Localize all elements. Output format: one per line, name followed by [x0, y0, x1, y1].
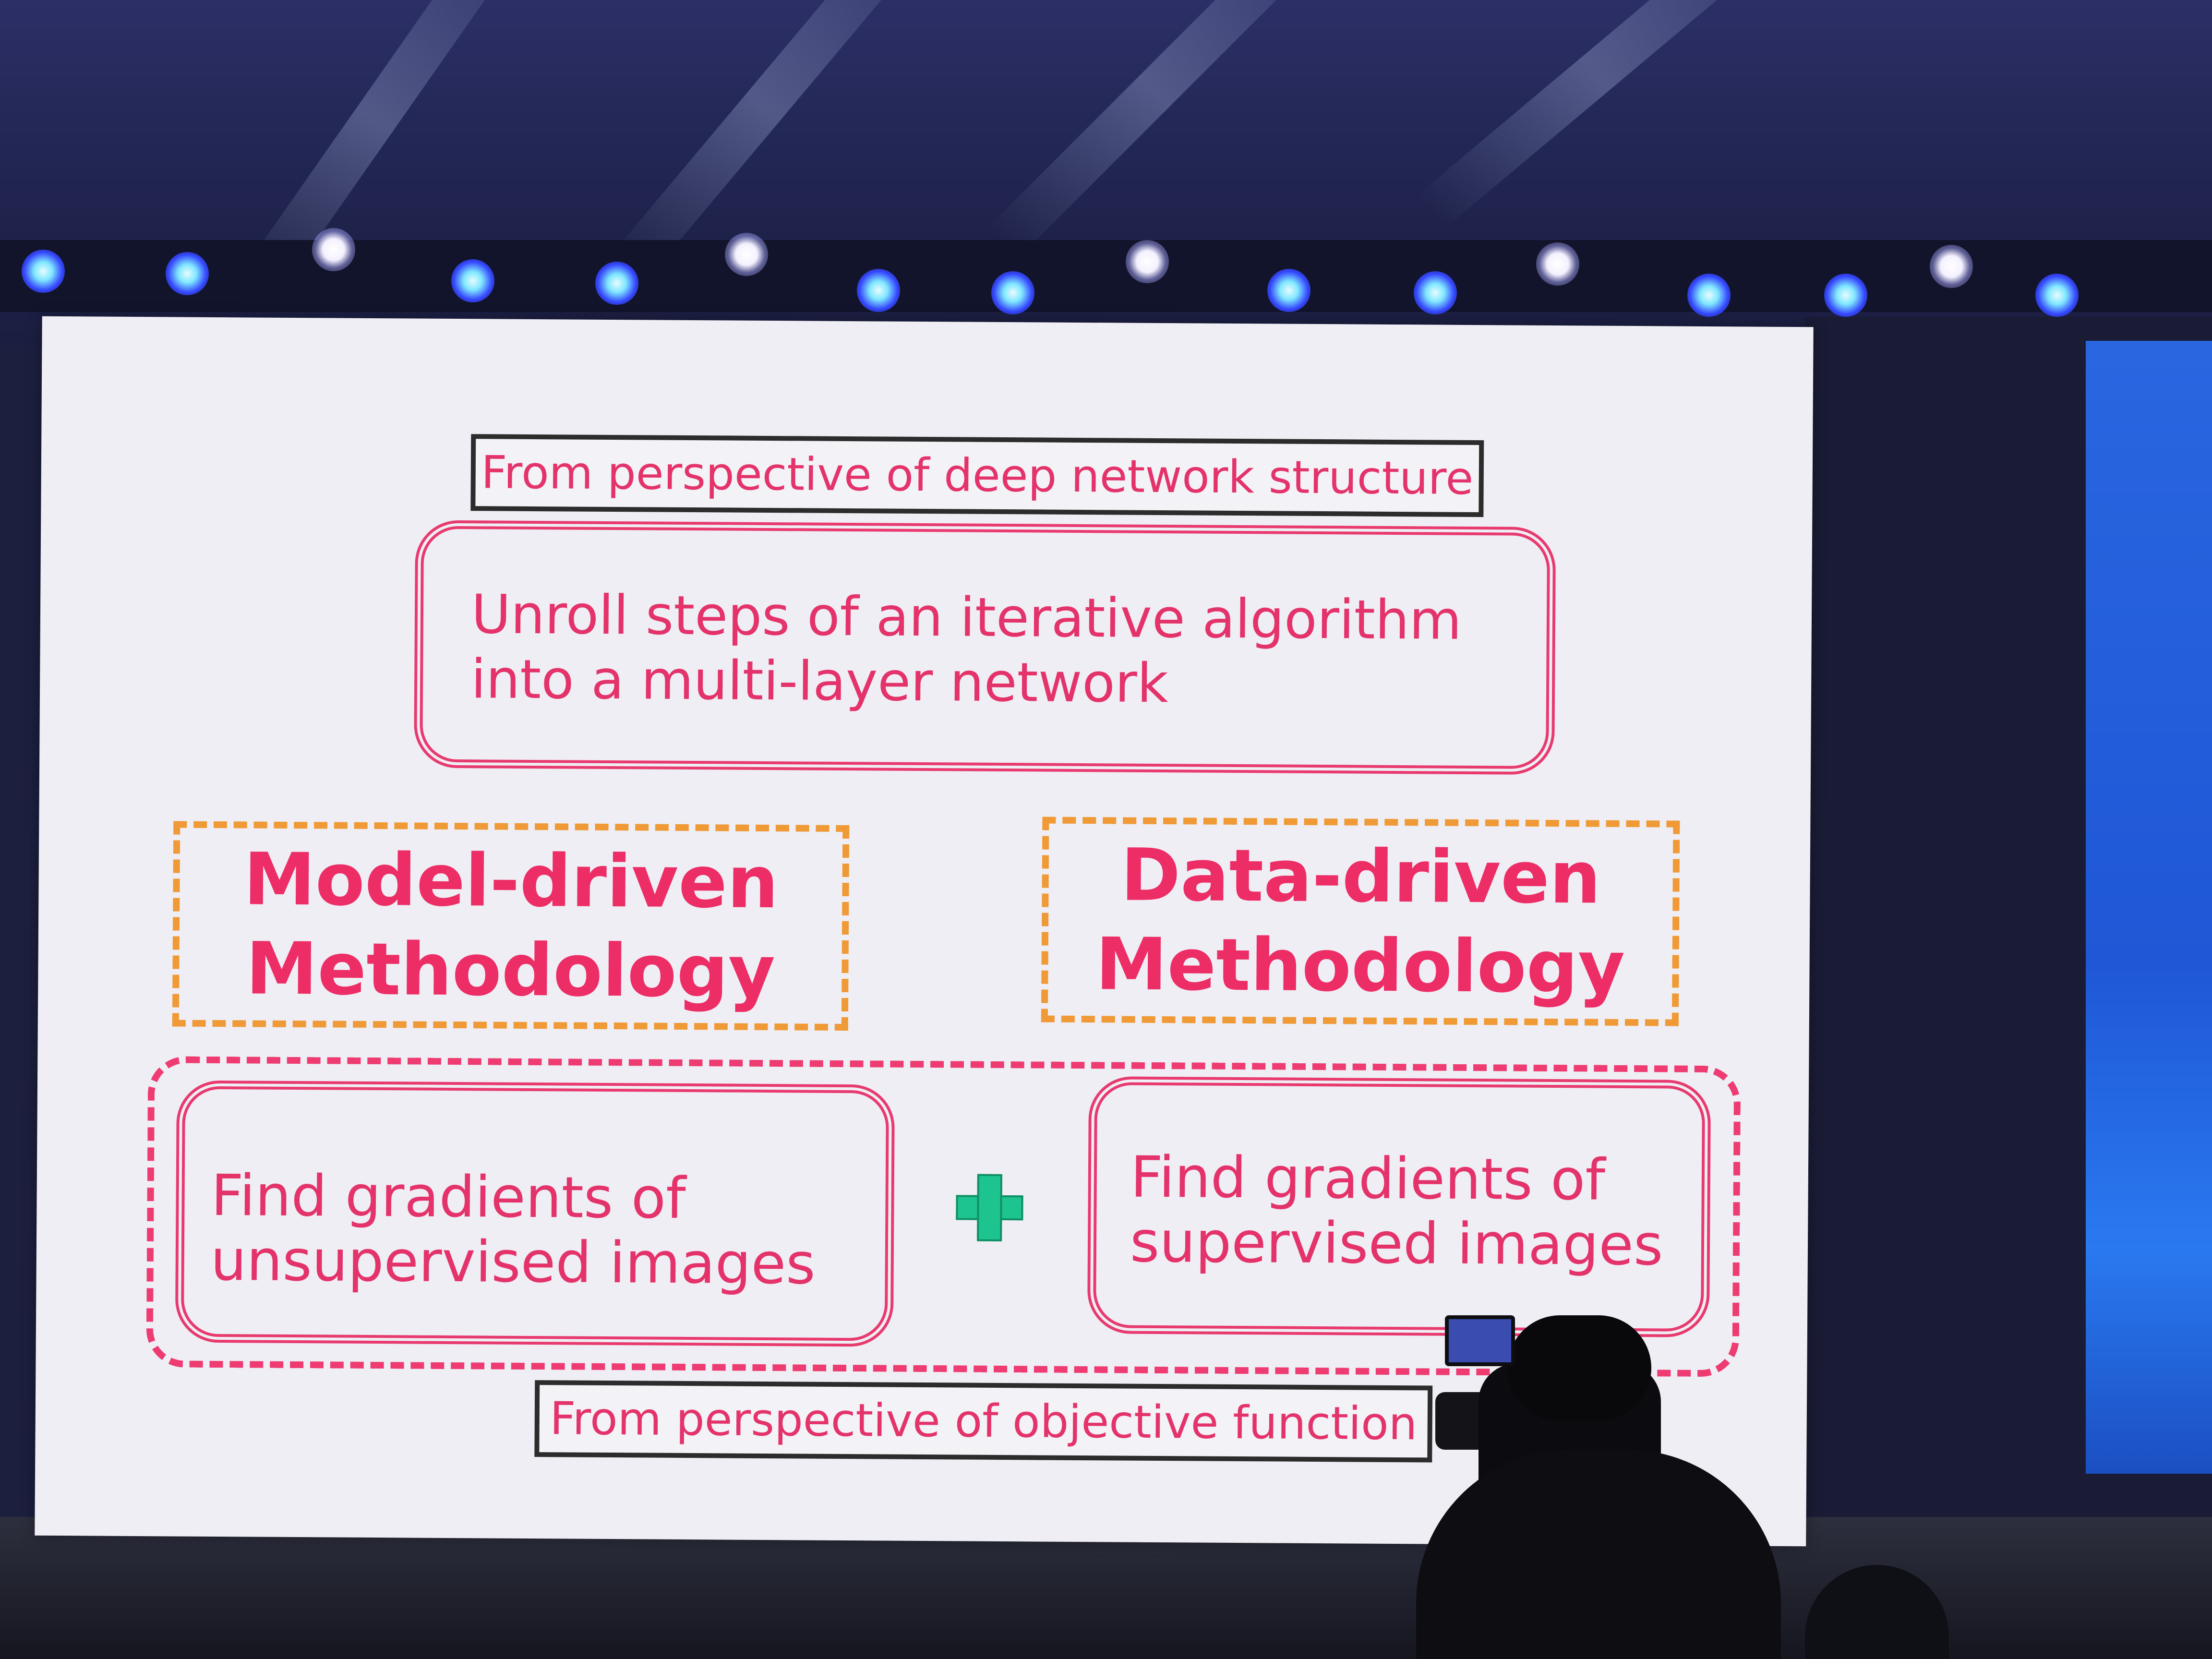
stage-light: [1687, 274, 1731, 317]
unroll-box: Unroll steps of an iterative algorithm i…: [414, 520, 1556, 775]
stage-light: [857, 269, 900, 312]
data-driven-line-1: Data-driven: [1120, 833, 1601, 920]
audience-head-silhouette: [1416, 1450, 1781, 1659]
stage-light: [725, 233, 768, 276]
side-led-screen: [2086, 341, 2212, 1474]
top-perspective-text: From perspective of deep network structu…: [481, 446, 1474, 505]
unsupervised-line-1: Find gradients of: [211, 1162, 686, 1231]
unsupervised-line-2: unsupervised images: [210, 1226, 816, 1297]
stage-light: [1414, 271, 1457, 314]
stage-light: [22, 250, 65, 293]
stage-light: [312, 228, 355, 271]
top-perspective-label: From perspective of deep network structu…: [470, 434, 1484, 517]
data-driven-box: Data-driven Methodology: [1041, 817, 1680, 1026]
unroll-line-2: into a multi-layer network: [470, 648, 1169, 715]
bottom-perspective-text: From perspective of objective function: [549, 1392, 1418, 1450]
video-camera-silhouette: [1435, 1296, 1704, 1522]
plus-icon: [956, 1174, 1023, 1242]
stage-light: [451, 259, 494, 302]
model-driven-line-2: Methodology: [245, 927, 776, 1014]
model-driven-box: Model-driven Methodology: [172, 821, 850, 1031]
stage-light: [166, 252, 209, 295]
bottom-perspective-label: From perspective of objective function: [534, 1380, 1433, 1463]
stage-light: [1930, 245, 1973, 288]
stage-light: [991, 271, 1034, 314]
stage-light: [2035, 274, 2079, 317]
plus-vertical-bar: [977, 1174, 1002, 1242]
supervised-line-2: supervised images: [1130, 1208, 1663, 1278]
stage-light: [595, 262, 638, 305]
model-driven-line-1: Model-driven: [243, 838, 779, 925]
camera-top: [1507, 1315, 1651, 1421]
stage-light: [1824, 274, 1867, 317]
camera-screen: [1445, 1315, 1515, 1366]
stage-light: [1126, 240, 1169, 283]
data-driven-line-2: Methodology: [1095, 923, 1625, 1010]
unroll-line-1: Unroll steps of an iterative algorithm: [471, 583, 1462, 652]
unsupervised-gradients-box: Find gradients of unsupervised images: [175, 1080, 895, 1347]
supervised-line-1: Find gradients of: [1130, 1143, 1606, 1213]
stage-light: [1267, 269, 1310, 312]
stage-light: [1536, 242, 1579, 286]
